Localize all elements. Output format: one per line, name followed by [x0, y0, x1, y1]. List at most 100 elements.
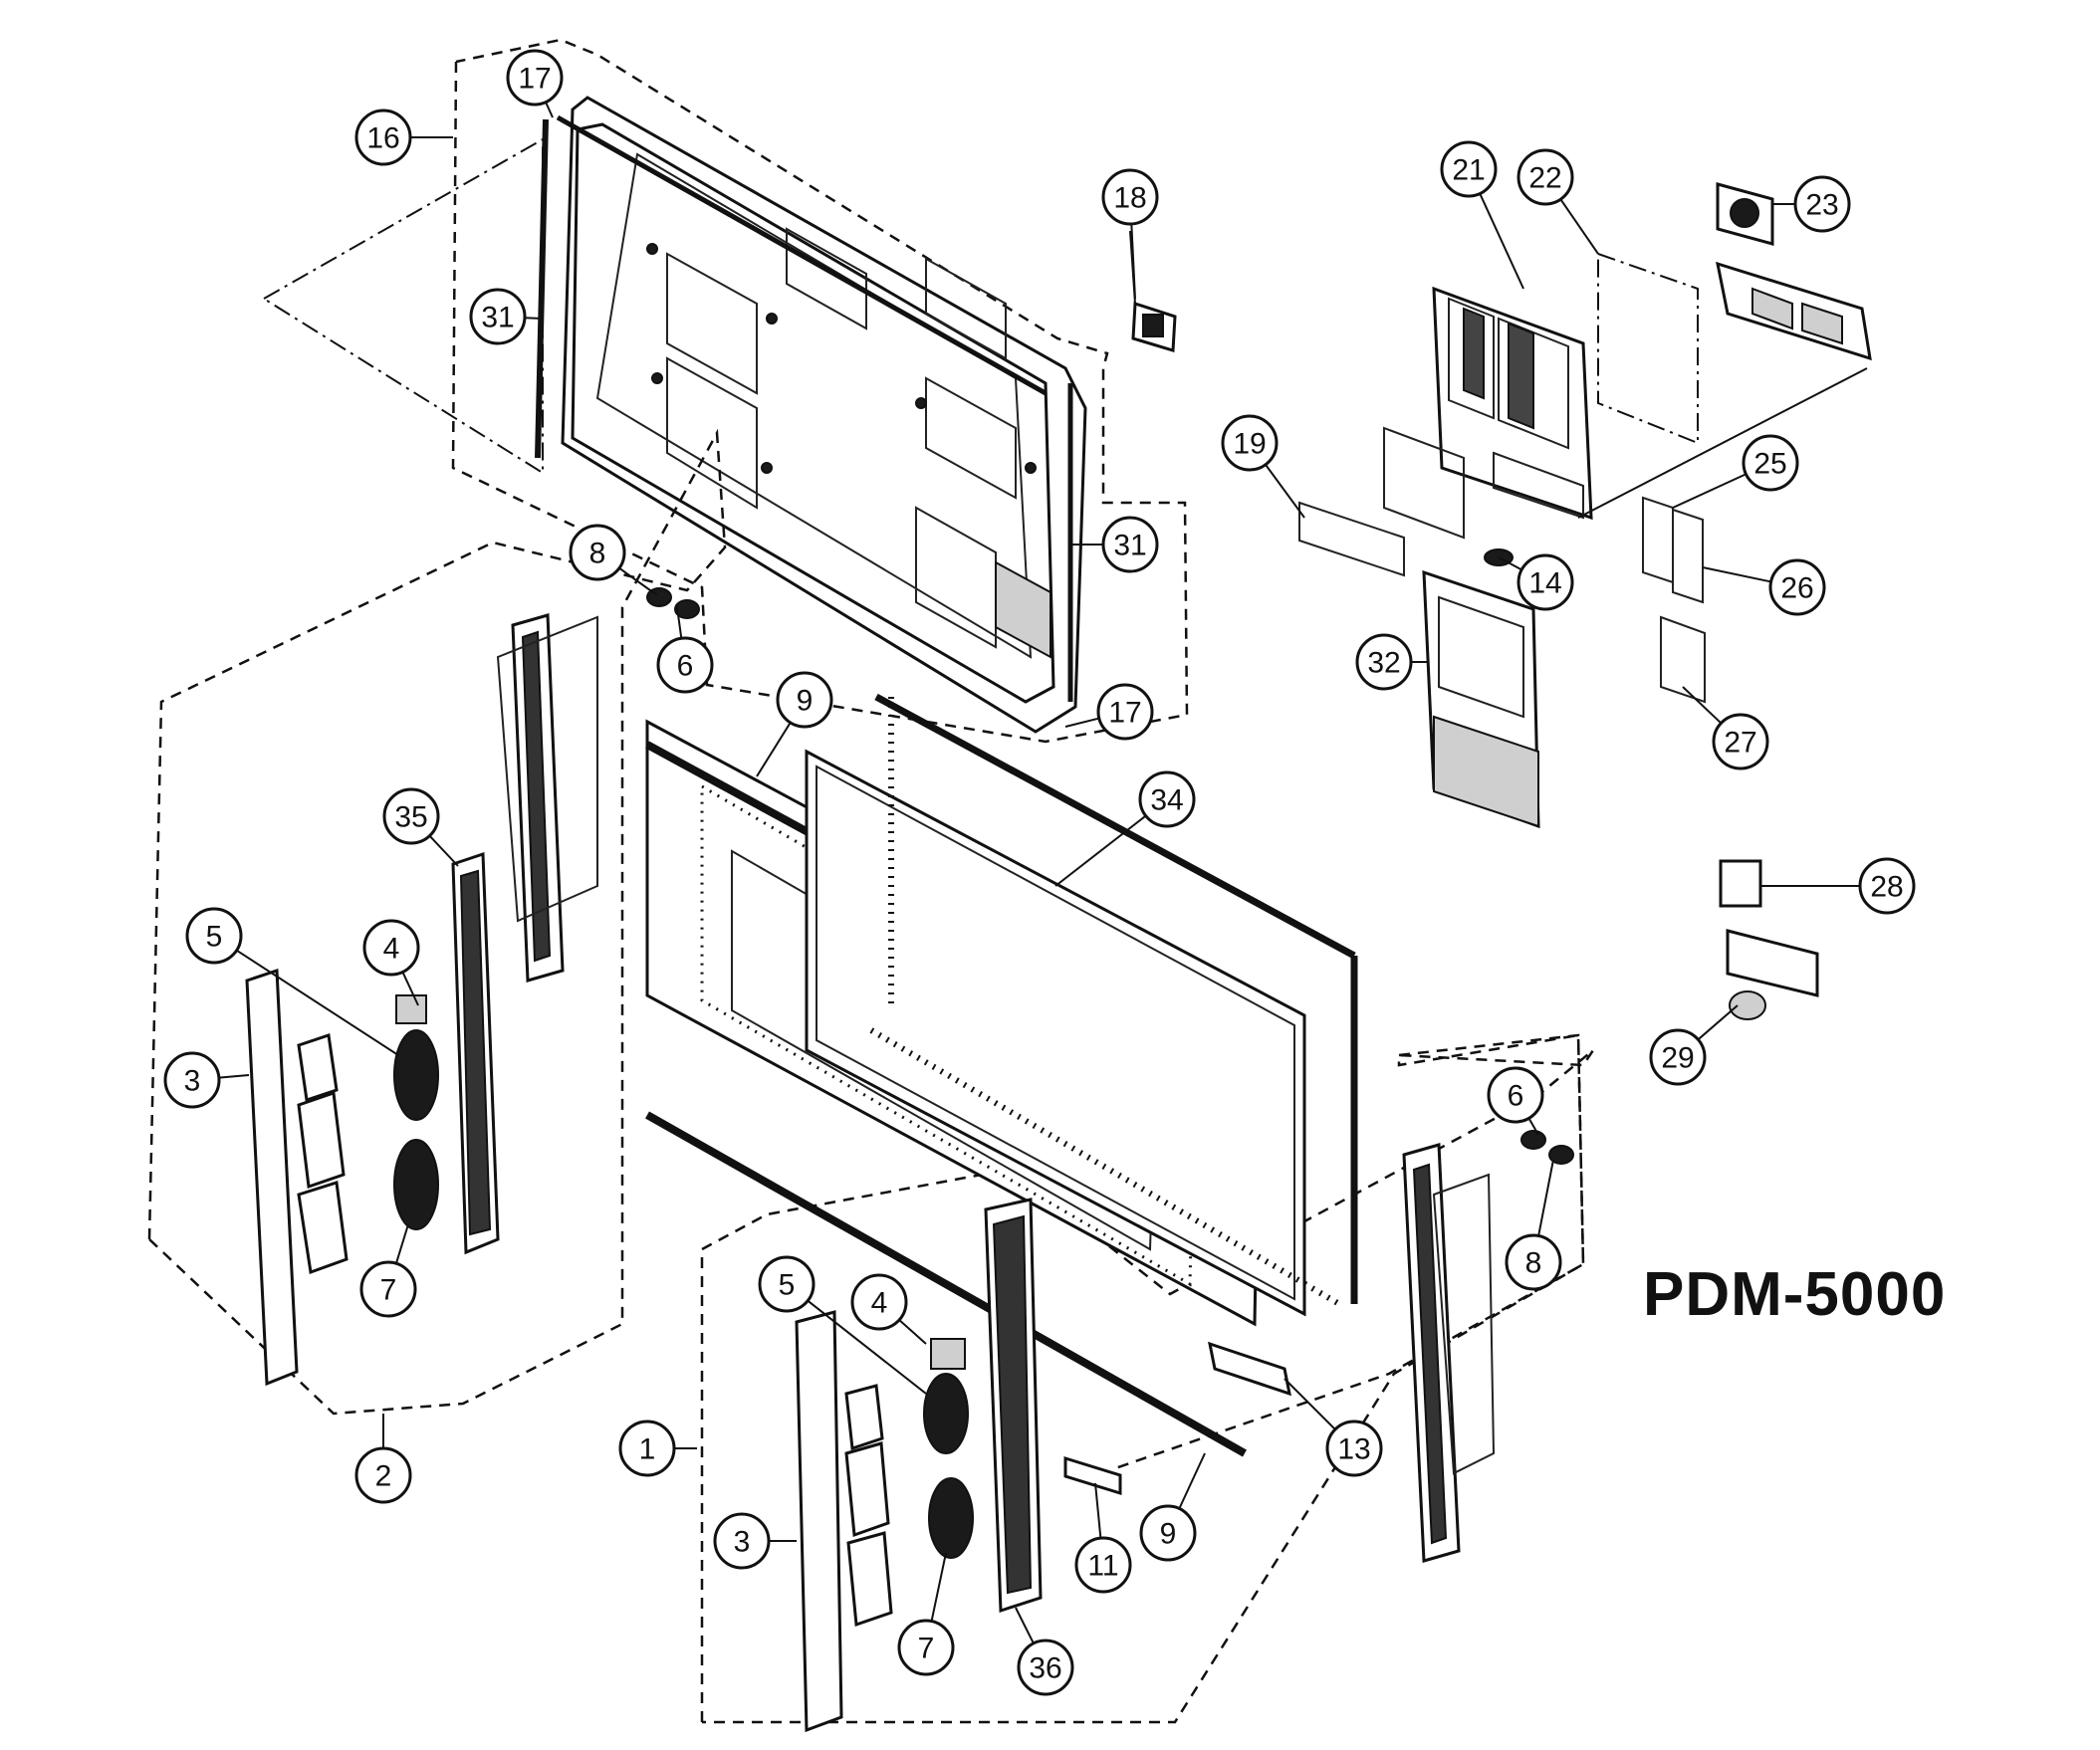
callout-number: 2 — [375, 1460, 392, 1493]
callout-number: 5 — [206, 921, 223, 954]
callout-31b: 31 — [1070, 516, 1159, 573]
callout-35: 35 — [382, 787, 459, 867]
main-chassis-parts — [1298, 182, 1872, 1020]
callout-circle — [713, 1512, 771, 1570]
leader-line — [676, 606, 683, 639]
callout-circle — [354, 1446, 412, 1504]
callout-4a: 4 — [362, 919, 420, 1006]
callout-number: 6 — [1508, 1080, 1524, 1113]
callout-9a: 9 — [756, 671, 833, 777]
callout-number: 29 — [1661, 1042, 1694, 1075]
callout-31a: 31 — [469, 288, 544, 345]
callout-21: 21 — [1440, 140, 1524, 290]
callout-number: 19 — [1233, 428, 1266, 461]
model-number-label: PDM-5000 — [1643, 1260, 1947, 1329]
leader-line — [1479, 193, 1524, 290]
callout-25: 25 — [1672, 434, 1799, 509]
callout-number: 26 — [1780, 572, 1813, 605]
callout-6a: 6 — [656, 606, 714, 694]
callout-number: 21 — [1452, 154, 1485, 187]
callout-23: 23 — [1772, 175, 1851, 233]
callout-number: 36 — [1029, 1652, 1061, 1685]
leader-line — [1559, 198, 1599, 255]
callout-17a: 17 — [506, 49, 564, 118]
callout-circle — [1487, 1066, 1544, 1124]
leader-line — [1672, 473, 1747, 509]
callout-number: 6 — [677, 650, 694, 683]
rear-cover-assembly — [263, 38, 1189, 744]
callout-7b: 7 — [897, 1552, 955, 1676]
callout-9b: 9 — [1139, 1452, 1206, 1562]
callout-8b: 8 — [1505, 1159, 1562, 1291]
leader-line — [1702, 566, 1771, 583]
callout-circle — [1505, 1233, 1562, 1291]
callout-circle — [362, 919, 420, 977]
callout-circle — [354, 109, 412, 166]
callout-36: 36 — [1015, 1607, 1074, 1696]
leader-line — [1094, 1482, 1102, 1539]
callout-number: 17 — [1108, 697, 1141, 730]
callout-circle — [1517, 148, 1574, 206]
callout-number: 3 — [734, 1526, 751, 1559]
leader-line — [1498, 556, 1522, 571]
callout-19: 19 — [1221, 414, 1305, 519]
callout-circle — [506, 49, 564, 107]
callout-number: 22 — [1528, 162, 1561, 195]
callout-number: 34 — [1150, 784, 1183, 817]
leader-line — [524, 317, 544, 320]
callout-circle — [382, 787, 440, 845]
callout-circle — [850, 1273, 908, 1331]
callout-4b: 4 — [850, 1273, 927, 1345]
callout-circle — [163, 1051, 221, 1109]
leader-line — [807, 1299, 927, 1395]
callout-number: 14 — [1528, 567, 1561, 600]
callout-18: 18 — [1101, 168, 1159, 300]
leader-line — [1265, 464, 1305, 519]
callout-circle — [1101, 168, 1159, 226]
callout-number: 7 — [918, 1633, 935, 1665]
callout-number: 7 — [380, 1274, 397, 1307]
leader-line — [236, 949, 399, 1056]
callout-34: 34 — [1054, 770, 1196, 887]
callout-17b: 17 — [1064, 683, 1154, 741]
callout-circle — [1649, 1028, 1707, 1086]
callout-circle — [776, 671, 833, 729]
callout-2: 2 — [354, 1414, 412, 1504]
leader-line — [1283, 1378, 1336, 1430]
callout-circle — [1074, 1536, 1132, 1594]
leader-line — [756, 722, 792, 777]
callout-number: 31 — [481, 302, 514, 334]
callout-32: 32 — [1355, 633, 1429, 691]
callout-circle — [1221, 414, 1279, 472]
leader-line — [1178, 1452, 1206, 1509]
leader-line — [1697, 1004, 1739, 1041]
leader-line — [1682, 686, 1723, 725]
callout-3b: 3 — [713, 1512, 797, 1570]
callout-circle — [1712, 713, 1769, 770]
callout-1: 1 — [618, 1420, 697, 1477]
callout-circle — [1517, 553, 1574, 611]
callout-number: 25 — [1753, 448, 1786, 481]
callout-5b: 5 — [758, 1255, 927, 1395]
leader-line — [1015, 1607, 1035, 1644]
leader-line — [218, 1074, 250, 1079]
callout-circle — [1138, 770, 1196, 828]
callout-circle — [1101, 516, 1159, 573]
callout-number: 11 — [1087, 1550, 1118, 1583]
callout-circle — [897, 1619, 955, 1676]
leader-line — [394, 1223, 409, 1264]
callout-circle — [758, 1255, 816, 1313]
callout-number: 16 — [366, 122, 399, 155]
leader-line — [428, 834, 459, 867]
leader-line — [1064, 717, 1100, 728]
callout-6b: 6 — [1487, 1066, 1544, 1136]
callout-number: 4 — [871, 1287, 888, 1320]
callout-8a: 8 — [569, 524, 658, 596]
fan-18-part — [1129, 230, 1177, 352]
callout-circle — [1096, 683, 1154, 741]
callout-circle — [1793, 175, 1851, 233]
callout-circle — [359, 1260, 417, 1318]
callout-26: 26 — [1702, 558, 1826, 616]
front-frame-assembly — [645, 693, 1595, 1733]
